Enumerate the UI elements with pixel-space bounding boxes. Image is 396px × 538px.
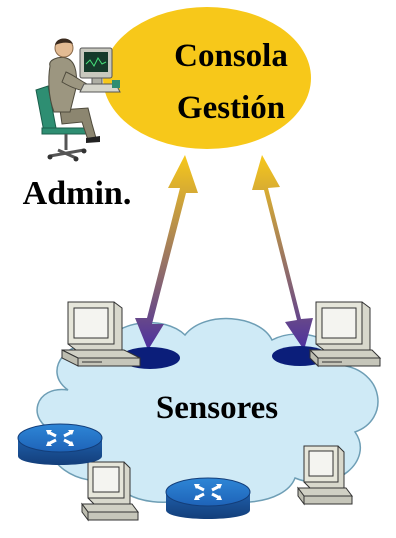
console-title-line2: Gestión: [177, 90, 285, 126]
desktop-computer-icon: [297, 445, 353, 506]
router-icon: [17, 423, 103, 465]
arrow-left: [135, 155, 198, 350]
sensores-label: Sensores: [156, 390, 278, 426]
admin-person-icon: [35, 38, 100, 162]
admin-computer-icon: [79, 47, 121, 93]
console-title-line1: Consola: [174, 38, 288, 74]
management-console: Consola Gestión: [103, 7, 311, 149]
desktop-computer-icon: [308, 301, 382, 368]
arrow-right: [252, 155, 313, 350]
desktop-computer-icon: [81, 461, 139, 522]
router-icon: [165, 477, 251, 519]
admin-label: Admin.: [23, 175, 132, 212]
desktop-computer-icon: [61, 301, 141, 367]
